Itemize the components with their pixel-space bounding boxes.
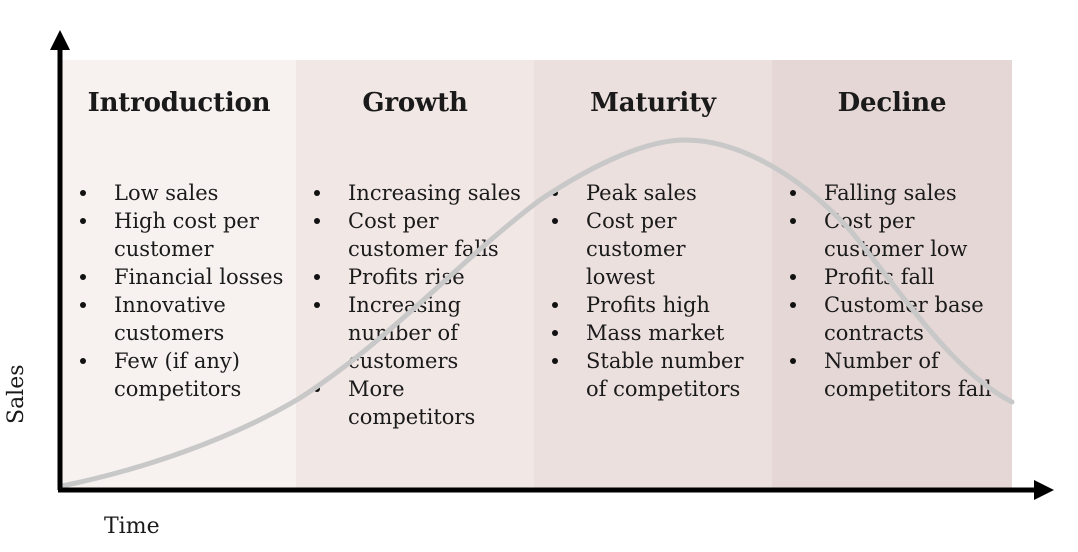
stage-list-item: competitors xyxy=(348,405,476,429)
stage-list-item: Few (if any) xyxy=(62,347,283,375)
stage-list-item: customers xyxy=(114,321,225,345)
stage-list-item: competitors xyxy=(114,377,242,401)
stage-list-item: Falling sales xyxy=(772,179,992,207)
stage-list-item: competitors fall xyxy=(824,377,992,401)
stage-list-item: Cost per xyxy=(534,207,743,235)
stage-list-item: Stable number xyxy=(534,347,743,375)
x-axis-arrow-icon xyxy=(1034,480,1054,500)
stage-heading: Maturity xyxy=(590,88,716,118)
stage-list-item: customer low xyxy=(824,237,968,261)
sales-curve xyxy=(59,137,1015,489)
stage-list-item: Low sales xyxy=(62,179,283,207)
stage-list-item: Cost per xyxy=(296,207,521,235)
stage-list-item: customer xyxy=(114,237,214,261)
stage-list-item: Mass market xyxy=(534,319,743,347)
y-axis-arrow-icon xyxy=(50,30,70,50)
stage-list-item: lowest xyxy=(586,265,655,289)
stage-list-item: number of xyxy=(348,321,458,345)
stage-list-item: contracts xyxy=(824,321,924,345)
stage-list-item: customer xyxy=(586,237,686,261)
stage-list-item: Increasing sales xyxy=(296,179,521,207)
stage-heading: Decline xyxy=(837,88,947,118)
x-axis-label: Time xyxy=(104,514,160,539)
stage-list-item: Increasing xyxy=(296,291,521,319)
stage-heading: Introduction xyxy=(87,88,271,118)
stage-list-item: Financial losses xyxy=(62,263,283,291)
stage-list-item: Number of xyxy=(772,347,992,375)
stage-list-item: High cost per xyxy=(62,207,283,235)
stage-list-item: Profits rise xyxy=(296,263,521,291)
stage-list-item: Innovative xyxy=(62,291,283,319)
stage-heading: Growth xyxy=(362,88,468,118)
y-axis-label: Sales xyxy=(4,364,29,424)
stage-list-item: Profits high xyxy=(534,291,743,319)
stage-list-item: of competitors xyxy=(586,377,741,401)
stage-list-item: customers xyxy=(348,349,459,373)
